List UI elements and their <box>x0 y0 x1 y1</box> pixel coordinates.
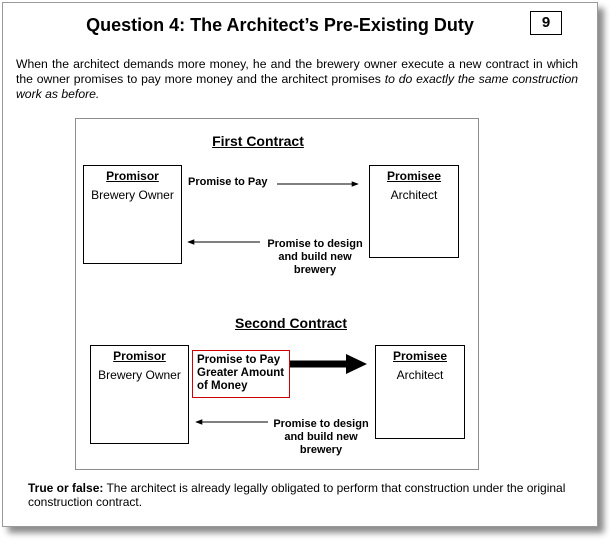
second-build-line-1: Promise to design <box>273 418 369 430</box>
page-title: Question 4: The Architect’s Pre-Existing… <box>86 15 474 35</box>
diagram-arrows <box>187 181 367 425</box>
first-build-line-1: Promise to design <box>267 238 363 250</box>
intro-paragraph: When the architect demands more money, h… <box>16 57 578 102</box>
second-build-line-3: brewery <box>299 444 343 456</box>
second-promisee-party: Architect <box>396 368 444 382</box>
second-promisee-box: Promisee Architect <box>375 345 465 439</box>
first-contract-title: First Contract <box>212 133 304 149</box>
first-promisee-box: Promisee Architect <box>369 165 459 258</box>
contract-diagram: First Contract Promisor Brewery Owner Pr… <box>75 118 479 470</box>
first-build-line-3: brewery <box>293 264 337 276</box>
intro-italic-text: to do exactly the same construction work… <box>16 72 579 101</box>
first-promisor-role: Promisor <box>106 169 159 183</box>
second-promisee-role: Promisee <box>392 349 448 363</box>
first-promisee-party: Architect <box>390 188 438 202</box>
first-promise-to-build-label: Promise to design and build new brewery <box>260 238 370 277</box>
second-promisor-box: Promisor Brewery Owner <box>90 345 189 444</box>
true-false-label: True or false: <box>28 481 104 495</box>
page-number-box: 9 <box>530 11 562 35</box>
true-false-text: The architect is already legally obligat… <box>28 481 566 509</box>
second-build-line-2: and build new <box>284 431 358 443</box>
intro-text: When the architect demands more money, h… <box>16 57 578 86</box>
second-promisor-role: Promisor <box>113 349 166 363</box>
first-build-line-2: and build new <box>278 251 352 263</box>
true-false-question: True or false: The architect is already … <box>28 481 576 509</box>
second-promisor-party: Brewery Owner <box>98 368 181 382</box>
first-promisor-party: Brewery Owner <box>91 188 174 202</box>
second-pay-line-3: of Money <box>197 380 248 392</box>
first-promisor-box: Promisor Brewery Owner <box>83 165 182 264</box>
first-promisee-role: Promisee <box>386 169 442 183</box>
second-pay-arrowhead <box>346 354 367 374</box>
second-promise-to-pay-box: Promise to Pay Greater Amount of Money <box>192 350 290 398</box>
first-promise-to-pay-label: Promise to Pay <box>188 176 268 188</box>
second-promise-to-build-label: Promise to design and build new brewery <box>266 418 376 457</box>
second-contract-title: Second Contract <box>234 315 347 331</box>
second-pay-line-1: Promise to Pay <box>197 354 281 366</box>
second-pay-line-2: Greater Amount <box>197 367 285 379</box>
